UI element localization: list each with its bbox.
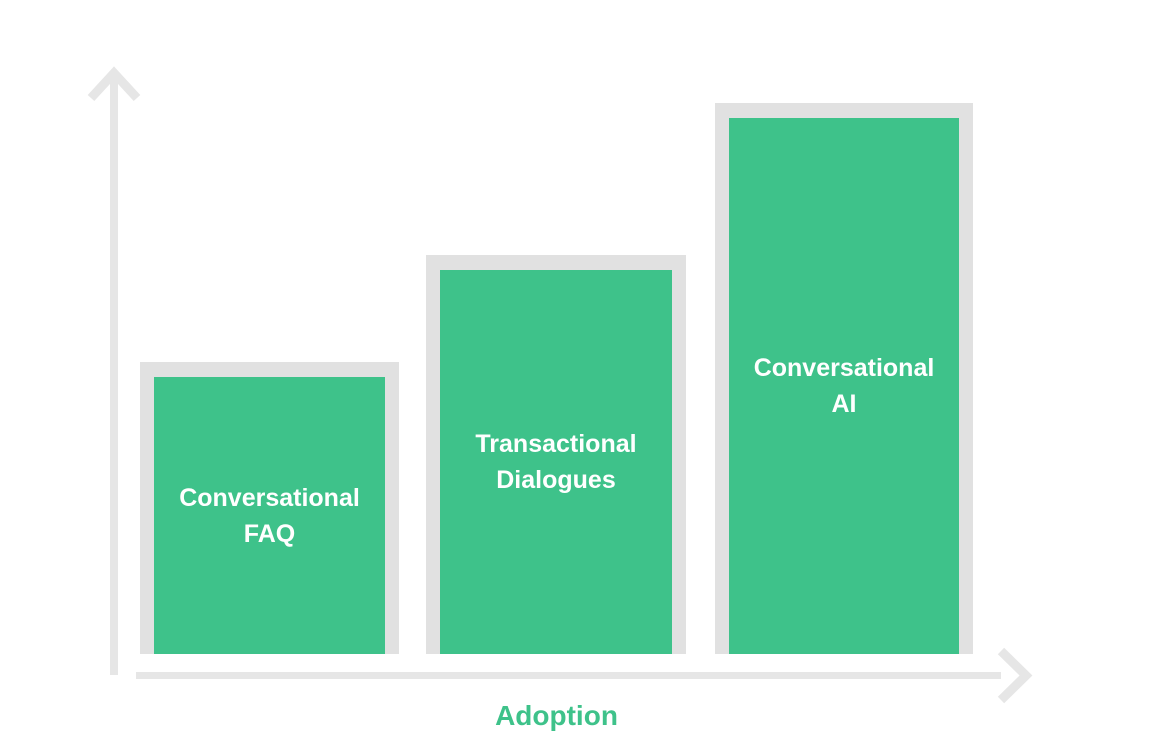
bar-label: Conversational: [179, 483, 360, 512]
bar-label: Conversational: [753, 354, 935, 382]
bar-label: FAQ: [243, 519, 296, 548]
x-axis-arrowhead: [997, 647, 1033, 704]
bar-conversational-ai: Conversational AI: [715, 103, 973, 654]
bar-label: Transactional: [475, 430, 637, 458]
y-axis-arrowhead: [87, 66, 141, 102]
bar-label: Dialogues: [496, 466, 616, 494]
bar-conversational-faq-fill: Conversational FAQ: [154, 377, 385, 654]
bar-label: AI: [831, 390, 857, 418]
bar-transactional-dialogues: Transactional Dialogues: [426, 255, 686, 654]
x-axis-label: Adoption: [495, 700, 618, 731]
bar-transactional-dialogues-fill: Transactional Dialogues: [440, 270, 672, 654]
bar-conversational-faq: Conversational FAQ: [140, 362, 399, 654]
bar-conversational-ai-fill: Conversational AI: [729, 118, 959, 654]
